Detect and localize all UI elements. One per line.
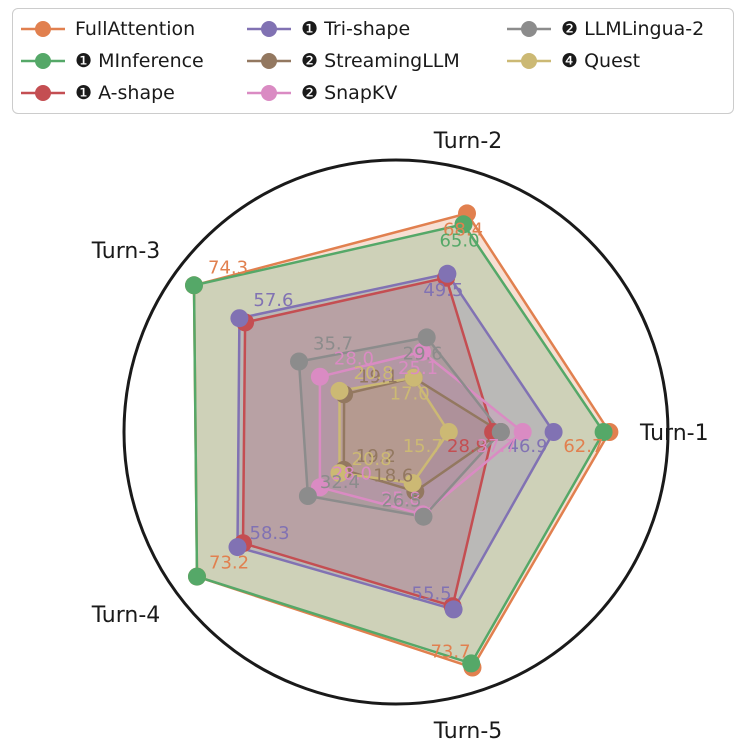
value-label-llmlingua-2-turn-2: 29.6 — [403, 343, 443, 364]
line-tri-shape — [236, 272, 556, 611]
value-label-quest-turn-1: 15.7 — [403, 436, 443, 457]
axis-label-turn-1: Turn-1 — [639, 421, 709, 446]
legend-swatch-snapkv — [247, 85, 291, 101]
value-label-tri-shape-turn-4: 58.3 — [250, 523, 290, 544]
radar-frame-circle — [122, 158, 670, 706]
point-llmlingua-2-turn-3 — [290, 352, 308, 371]
value-label-tri-shape-turn-2: 49.5 — [423, 280, 463, 301]
value-label-fullattention-turn-1: 62.7 — [563, 436, 603, 457]
value-label-snapkv-turn-3: 28.0 — [334, 349, 374, 370]
legend-swatch-fullattention — [21, 21, 65, 37]
point-minference-turn-3 — [185, 276, 203, 295]
legend-label: ❹ Quest — [561, 50, 641, 72]
value-label-fullattention-turn-2: 68.4 — [443, 219, 483, 240]
legend: FullAttention ❶ MInference ❶ A-shape ❶ Tri-… — [12, 8, 734, 114]
value-label-streamingllm-turn-3: 19.1 — [358, 366, 398, 387]
point-quest-turn-1 — [439, 423, 458, 441]
value-label-snapkv-turn-1: 37.7 — [477, 436, 517, 457]
line-quest — [338, 376, 451, 485]
point-quest-turn-3 — [330, 381, 349, 400]
line-streamingllm — [342, 376, 504, 493]
point-minference-turn-2 — [454, 215, 473, 234]
value-label-tri-shape-turn-5: 55.5 — [412, 583, 452, 604]
value-label-tri-shape-turn-3: 57.6 — [253, 290, 293, 311]
axis-label-turn-4: Turn-4 — [91, 603, 161, 628]
point-tri-shape-turn-1 — [544, 423, 563, 441]
point-minference-turn-1 — [594, 423, 613, 441]
value-label-llmlingua-2-turn-4: 32.4 — [320, 472, 360, 493]
legend-item-fullattention: FullAttention — [19, 14, 195, 44]
value-label-quest-turn-4: 20.8 — [352, 449, 392, 470]
point-tri-shape-turn-5 — [444, 600, 463, 619]
axis-label-turn-2: Turn-2 — [433, 129, 503, 154]
axis-label-turn-3: Turn-3 — [91, 239, 161, 264]
point-tri-shape-turn-3 — [230, 309, 249, 328]
point-minference-turn-5 — [462, 654, 481, 673]
point-tri-shape-turn-4 — [228, 538, 247, 557]
value-label-tri-shape-turn-1: 46.9 — [508, 436, 548, 457]
value-label-fullattention-turn-3: 74.3 — [208, 257, 248, 278]
legend-item-quest: ❹ Quest — [505, 46, 640, 76]
legend-swatch-minference — [21, 53, 65, 69]
area-fullattention — [194, 213, 610, 668]
legend-swatch-streamingllm — [247, 53, 291, 69]
value-label-fullattention-turn-5: 73.7 — [430, 642, 470, 663]
line-llmlingua-2 — [297, 336, 503, 519]
point-llmlingua-2-turn-2 — [417, 328, 436, 347]
value-label-quest-turn-3: 20.8 — [354, 363, 394, 384]
value-label-llmlingua-2-turn-5: 26.5 — [381, 491, 421, 512]
legend-label: ❷ SnapKV — [301, 82, 398, 104]
legend-item-llmlingua-2: ❷ LLMLingua-2 — [505, 14, 704, 44]
point-minference-turn-4 — [188, 567, 206, 586]
value-label-minference-turn-2: 65.0 — [439, 230, 479, 251]
legend-label: ❷ StreamingLLM — [301, 50, 460, 72]
point-quest-turn-4 — [330, 464, 349, 483]
value-label-streamingllm-turn-5: 18.6 — [373, 465, 413, 486]
legend-label: ❶ MInference — [75, 50, 204, 72]
point-snapkv-turn-3 — [310, 367, 329, 386]
legend-label: ❶ A-shape — [75, 82, 175, 104]
value-label-fullattention-turn-4: 73.2 — [209, 553, 249, 574]
legend-swatch-quest — [507, 53, 551, 69]
value-label-streamingllm-turn-4: 19.2 — [356, 446, 396, 467]
point-snapkv-turn-2 — [413, 342, 432, 361]
value-labels: 62.7 68.4 74.3 73.2 73.7 65.0 28.9 46.9 49.5 57.6… — [208, 219, 603, 662]
axis-label-turn-5: Turn-5 — [433, 719, 503, 742]
line-minference — [192, 222, 606, 665]
area-quest — [339, 377, 449, 484]
line-a-shape — [241, 276, 495, 608]
legend-swatch-tri-shape — [247, 21, 291, 37]
legend-label: ❷ LLMLingua-2 — [561, 18, 705, 40]
area-streamingllm — [343, 377, 501, 492]
point-quest-turn-5 — [403, 474, 422, 493]
legend-swatch-a-shape — [21, 85, 65, 101]
legend-item-tri-shape: ❶ Tri-shape — [245, 14, 410, 44]
legend-label: FullAttention — [75, 18, 196, 40]
point-llmlingua-2-turn-4 — [298, 487, 317, 505]
series-points — [185, 204, 619, 677]
point-llmlingua-2-turn-1 — [491, 423, 510, 441]
value-label-snapkv-turn-2: 25.1 — [398, 358, 438, 379]
legend-item-minference: ❶ MInference — [19, 46, 204, 76]
value-label-a-shape-turn-1: 28.9 — [447, 436, 487, 457]
legend-item-a-shape: ❶ A-shape — [19, 78, 175, 108]
legend-swatch-llmlingua-2 — [507, 21, 551, 37]
point-tri-shape-turn-2 — [438, 264, 457, 283]
value-label-llmlingua-2-turn-3: 35.7 — [313, 334, 353, 355]
value-label-snapkv-turn-5: 25.8 — [381, 488, 421, 509]
value-label-quest-turn-2: 17.0 — [390, 384, 430, 405]
series-lines — [192, 211, 611, 670]
value-label-snapkv-turn-4: 28.0 — [332, 463, 372, 484]
point-quest-turn-2 — [404, 368, 423, 387]
area-minference — [194, 224, 604, 664]
point-llmlingua-2-turn-5 — [414, 507, 433, 526]
legend-label: ❶ Tri-shape — [301, 18, 411, 40]
legend-item-snapkv: ❷ SnapKV — [245, 78, 397, 108]
point-snapkv-turn-1 — [513, 423, 532, 441]
legend-item-streamingllm: ❷ StreamingLLM — [245, 46, 460, 76]
